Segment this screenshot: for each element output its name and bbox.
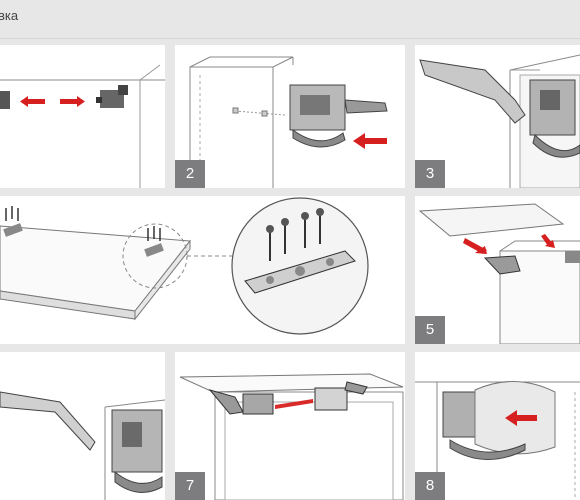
step-badge: 7 [175,472,205,500]
red-arrow-icon [275,399,313,409]
hinge-mechanism-icon [442,381,556,460]
hinge-mechanism-icon [289,84,388,148]
hinge-mechanism-icon [244,250,356,294]
step-badge: 8 [415,472,445,500]
hinge-mechanism-icon [483,251,580,275]
header-divider [0,38,580,39]
step-6-illustration [0,391,165,500]
hinge-mechanism-icon [419,59,580,158]
step-6-panel [0,352,165,500]
step-2-panel: 2 [175,45,405,188]
red-arrow-icon [20,96,85,107]
step-5-panel: 5 [415,196,580,344]
red-arrow-icon [353,133,387,149]
step-7-panel: 7 [175,352,405,500]
step-8-panel: 8 [415,352,580,500]
step-4-illustration [0,197,369,335]
step-badge: 3 [415,160,445,188]
red-arrow-icon [463,234,555,254]
step-badge: 2 [175,160,205,188]
page-title: вка [0,8,19,23]
step-3-illustration [419,54,580,188]
step-2-illustration [189,56,388,188]
step-5-illustration [418,203,580,344]
hinge-mechanism-icon [208,381,368,415]
hinge-mechanism-icon [0,391,163,493]
step-1-illustration [0,64,165,188]
step-7-illustration [179,373,404,500]
instructions-header: вка [0,0,580,38]
step-1-panel [0,45,165,188]
hinge-mechanism-icon [3,223,164,257]
screw-icon [269,214,321,261]
step-4-panel [0,196,405,344]
hinge-mechanism-icon [0,85,128,109]
step-8-illustration [415,381,580,500]
step-badge: 5 [415,316,445,344]
step-3-panel: 3 [415,45,580,188]
screw-icon [5,206,161,241]
red-arrow-icon [505,410,537,426]
